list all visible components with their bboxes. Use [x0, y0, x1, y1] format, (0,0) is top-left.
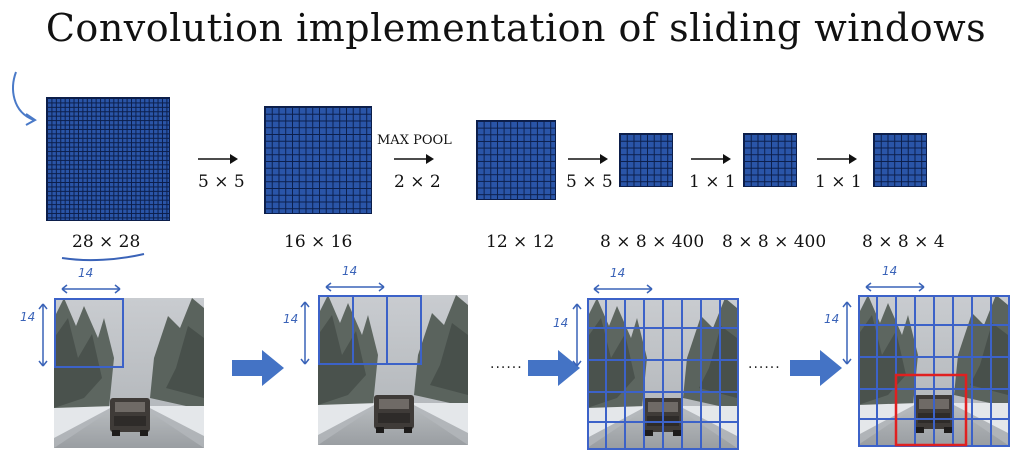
- operation-top-label: MAX POOL: [377, 133, 452, 148]
- window-size-side: 14: [283, 312, 299, 326]
- sliding-window-box: [318, 295, 422, 365]
- sliding-window-grid: [587, 298, 739, 450]
- big-arrow-icon: [790, 350, 842, 386]
- size-arrow-icon: [842, 301, 852, 365]
- size-arrow-icon: [61, 284, 121, 294]
- volume-8x8x400: [743, 133, 797, 187]
- size-arrow-icon: [38, 303, 48, 367]
- right-arrow-icon: [568, 154, 608, 164]
- window-size-top: 14: [78, 266, 94, 280]
- volume-8x8x4: [873, 133, 927, 187]
- right-arrow-icon: [394, 154, 434, 164]
- road-photo: [858, 295, 1010, 447]
- detected-car-box: [894, 373, 968, 447]
- volume-label: 16 × 16: [284, 232, 353, 252]
- ellipsis: ......: [490, 356, 523, 372]
- right-arrow-icon: [691, 154, 731, 164]
- operation-label: 1 × 1: [689, 172, 736, 192]
- big-arrow-icon: [528, 350, 580, 386]
- size-arrow-icon: [325, 282, 385, 292]
- window-size-side: 14: [553, 316, 569, 330]
- volume-28x28: [46, 97, 170, 221]
- size-arrow-icon: [572, 303, 582, 367]
- operation-label: 2 × 2: [394, 172, 441, 192]
- road-photo: [54, 298, 204, 448]
- volume-16x16: [264, 106, 372, 214]
- operation-label: 5 × 5: [198, 172, 245, 192]
- volume-12x12: [476, 120, 556, 200]
- volume-label: 8 × 8 × 4: [862, 232, 945, 252]
- right-arrow-icon: [817, 154, 857, 164]
- handdrawn-arrow-icon: [12, 71, 37, 126]
- volume-label: 8 × 8 × 400: [600, 232, 705, 252]
- window-size-side: 14: [824, 312, 840, 326]
- right-arrow-icon: [198, 154, 238, 164]
- window-size-top: 14: [610, 266, 626, 280]
- window-size-top: 14: [342, 264, 358, 278]
- volume-label: 12 × 12: [486, 232, 555, 252]
- operation-label: 1 × 1: [815, 172, 862, 192]
- size-arrow-icon: [593, 284, 653, 294]
- window-size-side: 14: [20, 310, 36, 324]
- underline-mark: [61, 253, 145, 262]
- road-photo: [587, 298, 739, 450]
- window-size-top: 14: [882, 264, 898, 278]
- volume-label: 28 × 28: [72, 232, 141, 252]
- volume-label: 8 × 8 × 400: [722, 232, 827, 252]
- road-photo: [318, 295, 468, 445]
- page-title: Convolution implementation of sliding wi…: [45, 6, 987, 50]
- size-arrow-icon: [300, 301, 310, 365]
- sliding-window-box: [54, 298, 124, 368]
- ellipsis: ......: [748, 356, 781, 372]
- big-arrow-icon: [232, 350, 284, 386]
- volume-8x8x400: [619, 133, 673, 187]
- size-arrow-icon: [865, 282, 925, 292]
- operation-label: 5 × 5: [566, 172, 613, 192]
